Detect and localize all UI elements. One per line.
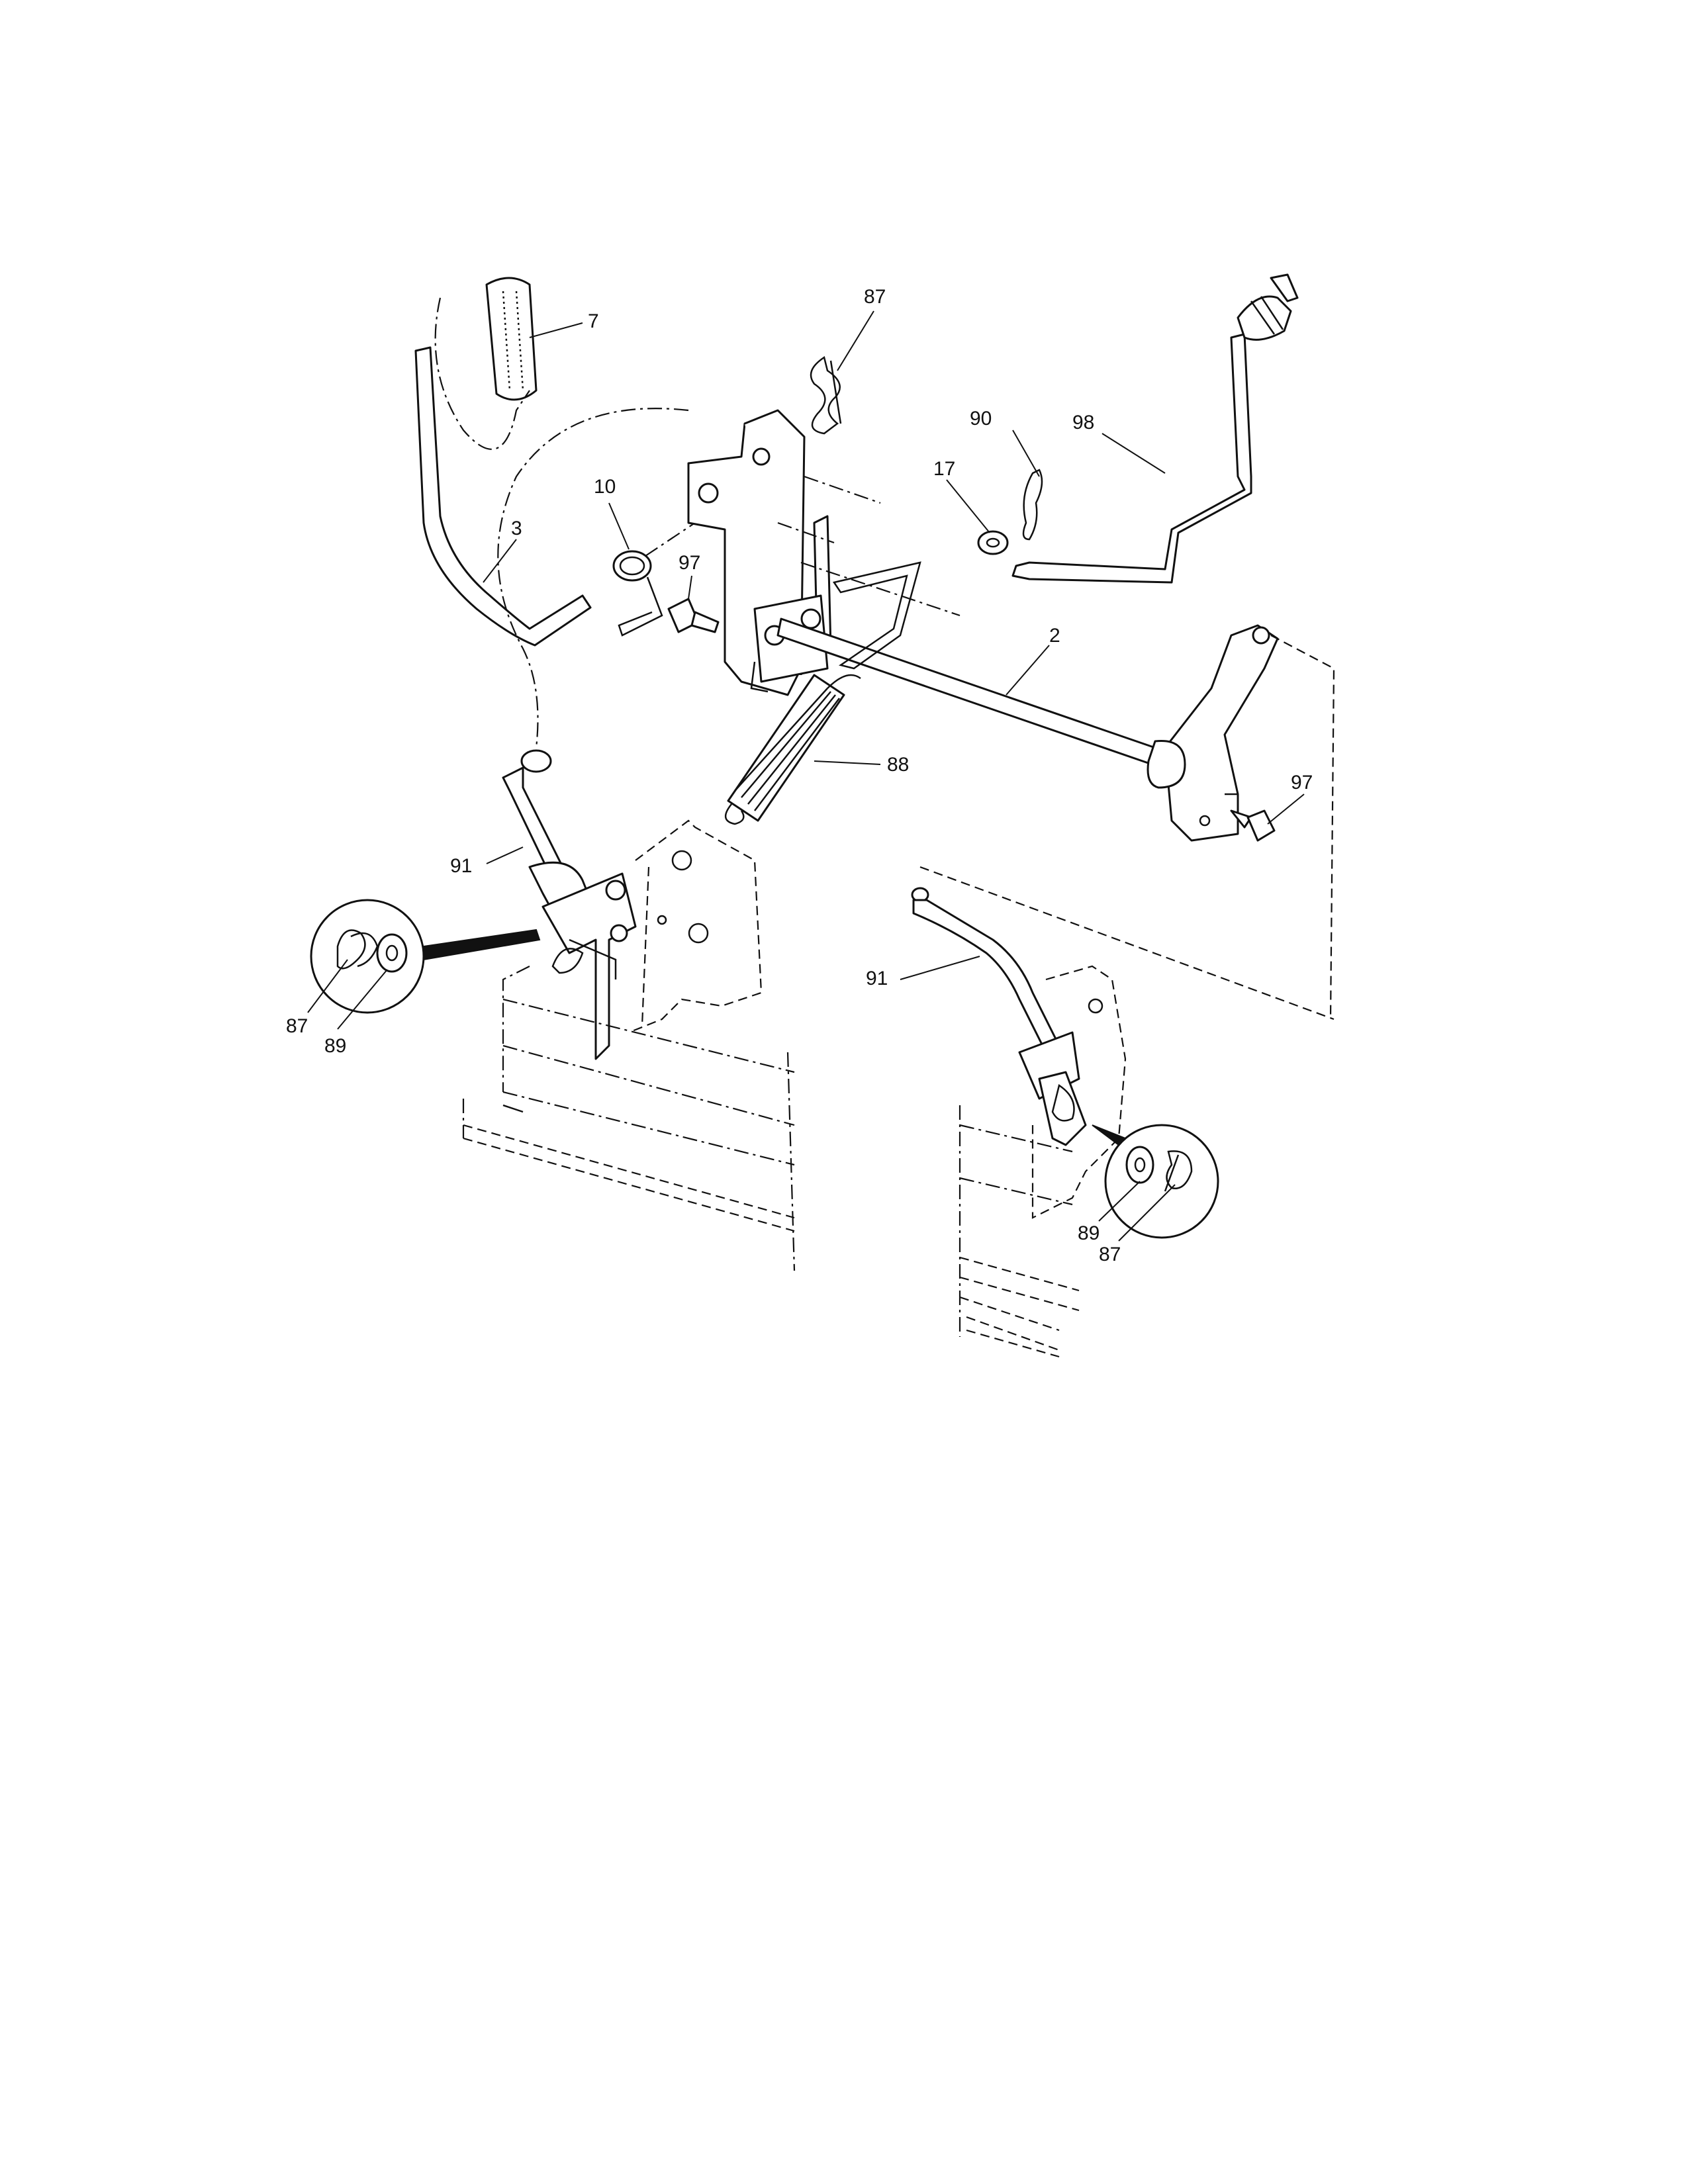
washer-part-17 — [977, 530, 1009, 555]
callout-89-right: 89 — [1078, 1222, 1100, 1244]
callout-3: 3 — [511, 518, 522, 539]
deck-outline-left — [462, 966, 796, 1271]
lift-link-part-91-right — [911, 887, 1087, 1146]
callout-98: 98 — [1072, 412, 1094, 433]
callout-97-right: 97 — [1291, 772, 1313, 794]
callout-91-right: 91 — [866, 968, 888, 989]
callout-97-left: 97 — [679, 552, 700, 574]
callout-17: 17 — [933, 458, 955, 480]
clip-part-90 — [1022, 469, 1043, 541]
callout-10: 10 — [594, 476, 616, 498]
callout-87-right: 87 — [1099, 1244, 1121, 1265]
callout-87-left: 87 — [286, 1015, 308, 1037]
lift-link-part-91-left — [502, 749, 637, 1060]
handle-grip-part-7 — [434, 277, 538, 450]
hairpin-clip-part-87-top — [810, 355, 842, 435]
torsion-spring-part-10 — [612, 522, 696, 637]
detail-circle-left — [310, 899, 541, 1014]
callout-7: 7 — [588, 310, 599, 332]
callout-labels: 7 87 90 98 17 10 3 97 2 88 97 91 87 89 9… — [286, 286, 1313, 1265]
callout-89-left: 89 — [324, 1035, 346, 1057]
bolt-part-97-right — [1230, 809, 1276, 842]
adjuster-rod-part-98 — [1011, 273, 1299, 584]
side-plate-right — [1031, 965, 1127, 1219]
lift-handle-part-3 — [414, 346, 592, 647]
callout-91-left: 91 — [450, 855, 472, 877]
callout-87-top: 87 — [864, 286, 886, 308]
callout-90: 90 — [970, 408, 992, 430]
lift-shaft-part-2 — [776, 561, 1166, 769]
detail-circle-right — [1092, 1124, 1219, 1239]
leader-lines — [307, 310, 1305, 1242]
callout-88: 88 — [887, 754, 909, 776]
deck-outline-right — [959, 1105, 1080, 1358]
side-plate-left — [628, 819, 763, 1034]
extension-spring-part-88 — [725, 674, 861, 825]
lift-arm-bracket-right — [1147, 624, 1335, 1020]
callout-2: 2 — [1049, 625, 1060, 647]
mounting-bracket — [687, 409, 881, 696]
bolt-part-97-left — [667, 598, 720, 633]
